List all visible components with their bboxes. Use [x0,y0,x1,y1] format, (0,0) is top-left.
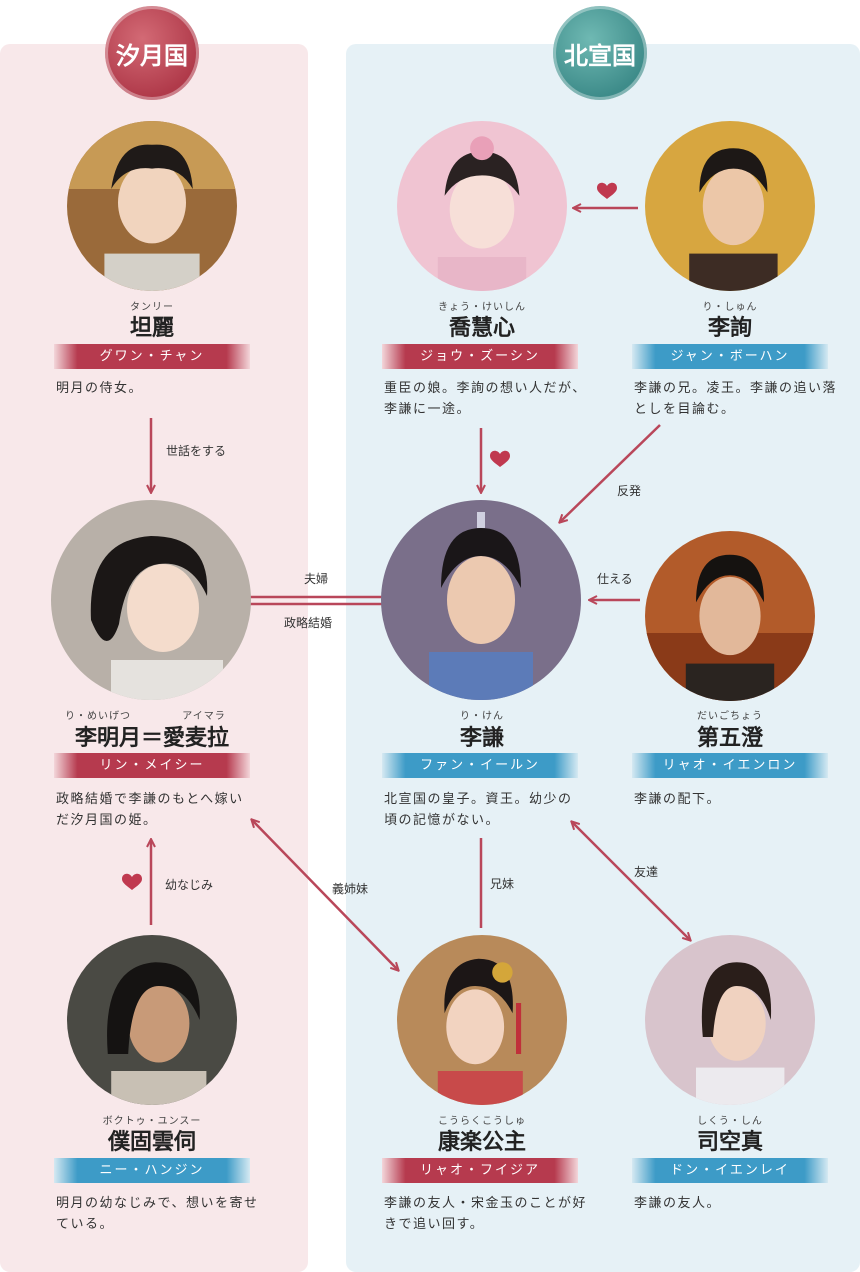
avatar-riken [381,500,581,700]
actor-daigo: リャオ・イエンロン [632,753,828,778]
desc-kyou: 重臣の娘。李詢の想い人だが、李謙に一途。 [384,381,587,417]
avatar-boku [67,935,237,1105]
name-meigetsu: 李明月＝愛麦拉 [74,725,229,751]
ruby-tanri: タンリー [130,302,174,313]
avatar-shikuu [645,935,815,1105]
avatar-meigetsu [51,500,251,700]
actor-tanri: グワン・チャン [54,344,250,369]
label-childhood-friend: 幼なじみ [165,878,214,892]
name-daigo: 第五澄 [696,725,763,751]
desc-kouraku: 李謙の友人・宋金玉のことが好きで追い回す。 [384,1196,588,1232]
name-kouraku: 康楽公主 [437,1129,526,1155]
label-sister-in-law: 義姉妹 [332,882,369,896]
country-badge-beixuan: 北宣国 [553,6,647,100]
desc-daigo: 李謙の配下。 [634,792,722,807]
avatar-kouraku [397,935,567,1105]
label-rebel: 反発 [617,484,642,498]
actor-rishun: ジャン・ボーハン [632,344,828,369]
actor-shikuu: ドン・イエンレイ [632,1158,828,1183]
ruby-kouraku: こうらくこうしゅ [438,1116,526,1127]
country-badge-xiyue: 汐月国 [105,6,199,100]
ruby-daigo: だいごちょう [697,711,763,722]
heart-icon [122,873,142,890]
ruby-riken: り・けん [460,711,504,722]
desc-shikuu: 李謙の友人。 [634,1196,722,1211]
actor-riken: ファン・イールン [382,753,578,778]
name-shikuu: 司空真 [696,1129,763,1155]
ruby-meigetsu-1: り・めいげつ [65,711,131,722]
name-boku: 僕固雲伺 [107,1129,196,1155]
arrow-sister-in-law [252,820,398,970]
ruby-shikuu: しくう・しん [697,1116,763,1127]
desc-rishun: 李謙の兄。凌王。李謙の追い落としを目論む。 [634,381,838,417]
label-siblings: 兄妹 [490,877,515,891]
desc-boku: 明月の幼なじみで、想いを寄せている。 [56,1196,259,1232]
name-rishun: 李詢 [707,315,752,341]
avatar-tanri [67,121,237,291]
label-political-marriage: 政略結婚 [284,616,333,630]
arrow-friend [572,822,690,940]
arrow-rishun-to-riken [560,424,661,522]
heart-icon [597,182,617,199]
name-kyou: 喬慧心 [448,315,515,341]
avatar-kyou [397,121,567,291]
avatar-rishun [645,121,815,291]
ruby-meigetsu-2: アイマラ [182,711,226,722]
desc-riken: 北宣国の皇子。資王。幼少の頃の記憶がない。 [384,792,573,828]
name-tanri: 坦麗 [129,315,174,341]
desc-meigetsu: 政略結婚で李謙のもとへ嫁いだ汐月国の姫。 [56,792,244,828]
ruby-kyou: きょう・けいしん [438,302,526,313]
avatar-daigo [645,531,815,701]
label-serve: 仕える [597,572,633,586]
actor-boku: ニー・ハンジン [54,1158,250,1183]
heart-icon [490,450,510,467]
label-couple: 夫婦 [304,572,329,586]
ruby-boku: ボクトゥ・ユンスー [102,1116,202,1127]
ruby-rishun: り・しゅん [702,302,758,313]
actor-meigetsu: リン・メイシー [54,753,250,778]
desc-tanri: 明月の侍女。 [56,381,144,396]
actor-kyou: ジョウ・ズーシン [382,344,578,369]
name-riken: 李謙 [459,725,504,751]
actor-kouraku: リャオ・フイジア [382,1158,578,1183]
label-caretaker: 世話をする [166,444,227,458]
label-friend: 友達 [634,865,659,879]
